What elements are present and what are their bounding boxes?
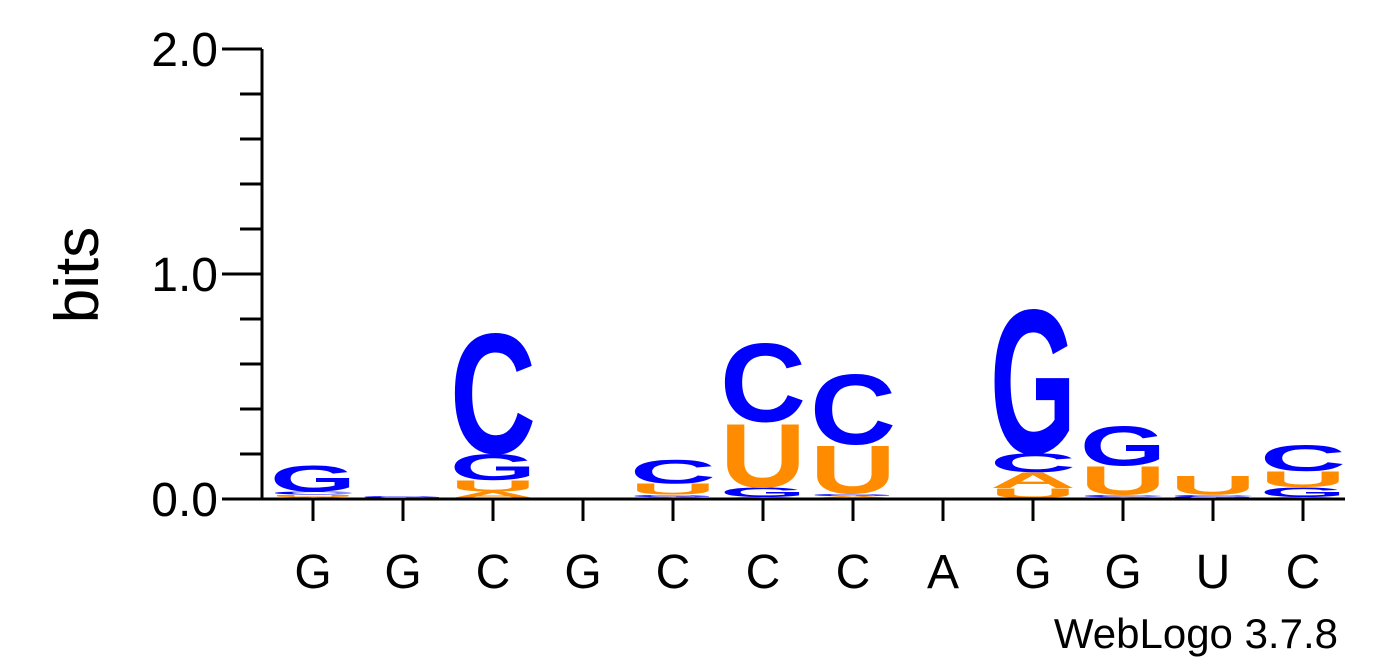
logo-letter-G: G <box>1170 497 1256 499</box>
logo-letter-C: C <box>990 448 1076 478</box>
letter-glyph: C <box>720 320 806 446</box>
logo-letter-G: G <box>450 446 536 488</box>
logo-letter-U: U <box>630 480 716 497</box>
logo-letter-A: A <box>1080 497 1166 499</box>
logo-letter-G: G <box>990 267 1076 498</box>
letter-glyph: C <box>630 452 716 490</box>
letter-glyph: C <box>810 354 896 466</box>
letter-glyph: U <box>1170 471 1256 501</box>
logo-letter-U: U <box>270 494 356 497</box>
letter-glyph: A <box>270 497 356 499</box>
letter-glyph: C <box>270 490 356 495</box>
x-tick-label: C <box>1286 546 1321 599</box>
letter-glyph: G <box>810 493 896 497</box>
logo-letter-G: G <box>630 494 716 498</box>
logo-letter-C: C <box>1080 494 1166 497</box>
y-axis-label: bits <box>43 227 112 323</box>
logo-letter-C: C <box>1260 437 1346 479</box>
x-tick-label: C <box>836 546 871 599</box>
logo-letter-U: U <box>1080 458 1166 504</box>
logo-letter-A: A <box>720 497 806 499</box>
x-tick-label: G <box>1014 546 1051 599</box>
x-tick-label: C <box>656 546 691 599</box>
letter-glyph: C <box>1260 437 1346 479</box>
letter-glyph: G <box>1170 497 1256 499</box>
y-tick-label: 0.0 <box>151 474 218 527</box>
x-tick-label: G <box>1104 546 1141 599</box>
letter-glyph: A <box>720 497 806 499</box>
letter-glyph: G <box>450 446 536 488</box>
x-tick-label: G <box>384 546 421 599</box>
letter-glyph: U <box>810 431 896 508</box>
letter-glyph: U <box>630 480 716 497</box>
logo-letter-U: U <box>810 431 896 508</box>
x-tick-label: C <box>476 546 511 599</box>
logo-letter-A: A <box>450 490 536 500</box>
logo-letter-A: A <box>990 468 1076 493</box>
logo-letter-U: U <box>450 477 536 494</box>
letter-glyph: A <box>990 468 1076 493</box>
letter-glyph: C <box>1170 494 1256 497</box>
letter-glyph: A <box>1260 497 1346 499</box>
letter-glyph: C <box>450 298 536 490</box>
logo-letter-U: U <box>1260 467 1346 492</box>
letter-glyph: C <box>990 448 1076 478</box>
logo-letter-G: G <box>360 495 446 499</box>
letter-glyph: G <box>360 495 446 499</box>
x-tick-label: C <box>746 546 781 599</box>
logo-letter-G: G <box>1260 484 1346 500</box>
letter-glyph: G <box>1260 484 1346 500</box>
x-tick-label: G <box>564 546 601 599</box>
letter-glyph: G <box>720 484 806 500</box>
letter-glyph: A <box>1080 497 1166 499</box>
logo-letter-G: G <box>1080 415 1166 478</box>
logo-letter-A: A <box>1260 497 1346 499</box>
letter-glyph: G <box>630 494 716 498</box>
logo-letter-A: A <box>810 495 896 498</box>
letter-glyph: G <box>270 458 356 500</box>
logo-letter-C: C <box>630 452 716 490</box>
letter-glyph: U <box>450 477 536 494</box>
letter-glyph: U <box>990 485 1076 501</box>
letter-glyph: A <box>450 490 536 500</box>
logo-letter-A: A <box>630 497 716 499</box>
x-tick-label: U <box>1196 546 1231 599</box>
letter-glyph: U <box>270 494 356 497</box>
logo-letter-C: C <box>810 354 896 466</box>
logo-letter-U: U <box>990 485 1076 501</box>
letter-glyph: G <box>990 267 1076 498</box>
logo-letter-U: U <box>1170 471 1256 501</box>
letter-glyph: U <box>720 405 806 506</box>
logo-letter-C: C <box>720 320 806 446</box>
logo-letter-U: U <box>720 405 806 506</box>
letter-glyph: U <box>1080 458 1166 504</box>
weblogo-version-label: WebLogo 3.7.8 <box>1054 610 1338 657</box>
letter-glyph: A <box>810 495 896 498</box>
x-tick-label: G <box>294 546 331 599</box>
logo-letter-G: G <box>810 493 896 497</box>
y-tick-label: 1.0 <box>151 249 218 302</box>
letter-glyph: C <box>1080 494 1166 497</box>
letter-glyph: U <box>1260 467 1346 492</box>
logo-letter-C: C <box>450 298 536 490</box>
logo-letter-A: A <box>270 497 356 499</box>
letter-glyph: A <box>630 497 716 499</box>
x-tick-label: A <box>927 546 959 599</box>
letter-glyph: G <box>1080 415 1166 478</box>
logo-letter-G: G <box>720 484 806 500</box>
logo-letter-C: C <box>1170 494 1256 497</box>
logo-letter-C: C <box>270 490 356 495</box>
logo-letter-G: G <box>270 458 356 500</box>
y-tick-label: 2.0 <box>151 24 218 77</box>
